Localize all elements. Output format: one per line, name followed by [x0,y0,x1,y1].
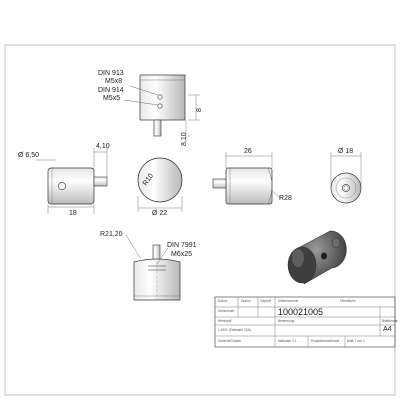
circle-view-outline [137,157,183,203]
title-block-frame [214,296,396,348]
front-view-pin [93,176,108,187]
dim-leader-r28 [270,189,281,199]
circle-view: R10 Ø 22 [137,157,183,217]
title-block: Datum Zeichn. Geprüft Gezeichnet Artikel… [214,296,398,348]
tb-zeichn: Zeichn. [241,299,252,303]
tb-gewicht: Gewicht/Gramm [218,339,241,343]
tb-geprueft: Geprüft [260,299,271,303]
tb-massstab: Maßstab: 1:1 [278,339,297,343]
hex-socket [343,185,349,191]
tb-blattformat: Blattformat [382,319,398,323]
dim-4-10: 4,10 [96,143,110,150]
top-view: DIN 913 M5x8 DIN 914 M5x5 8 8,10 [98,70,203,146]
top-view-body [139,74,186,121]
tb-artikelnummer-label: Artikelnummer [278,299,299,303]
dim-dia-18: Ø 18 [338,148,353,155]
top-view-pin [153,119,162,137]
front-view-hole [58,182,66,190]
tb-benennung: Benennung [278,319,295,323]
side-view: 26 R28 [212,148,292,205]
callout-din914: DIN 914 [98,87,124,94]
dim-r21-20: R21,20 [100,231,123,238]
tb-projektion: Projektionsmethode [311,339,339,343]
leader-din7991 [156,247,169,265]
tb-sheet-size: A4 [383,326,392,333]
tb-part-number: 100021005 [278,307,323,317]
leader-1 [129,85,159,96]
dim-dia-6-50: Ø 6,50 [18,152,39,159]
front-view: Ø 6,50 4,10 18 [18,143,110,217]
render-highlight [292,249,304,267]
dim-8: 8 [196,108,203,112]
drawing-frame [4,44,396,396]
side-view-body [225,167,273,205]
callout-m5x8: M5x8 [105,78,122,85]
bottom-view-pin [152,244,161,262]
tb-material: 1.4301 (Edelstahl V2A) [218,328,251,332]
tb-gezeichnet: Gezeichnet [218,309,234,313]
dim-26: 26 [244,148,252,155]
dim-dia-22: Ø 22 [152,210,167,217]
set-screw-hole-1 [157,94,163,100]
end-view: Ø 18 [330,148,362,204]
render-3d [287,230,347,285]
tb-oberflaeche: Oberfläche [340,299,356,303]
callout-din7991: DIN 7991 [167,242,197,249]
leader-2 [123,99,159,106]
dim-18: 18 [69,210,77,217]
side-view-pin [212,178,227,189]
front-view-body [47,167,95,205]
bottom-view: R21,20 DIN 7991 M6x25 [100,231,197,301]
callout-din913: DIN 913 [98,70,124,77]
tb-werkstoff: Werkstoff [218,319,231,323]
tb-datum: Datum [218,299,228,303]
tb-blatt: Blatt 1 von 1 [347,339,365,343]
dim-8-10: 8,10 [181,132,188,146]
callout-m5x5: M5x5 [103,95,120,102]
bottom-view-body [133,258,181,301]
dim-r28: R28 [279,195,292,202]
side-view-radius [267,167,273,205]
end-view-inner [335,177,357,199]
callout-m6x25: M6x25 [171,251,192,258]
set-screw-hole-2 [157,103,163,109]
dim-leader-r2120 [125,234,142,260]
render-pin [331,237,341,249]
render-hole [321,252,327,260]
